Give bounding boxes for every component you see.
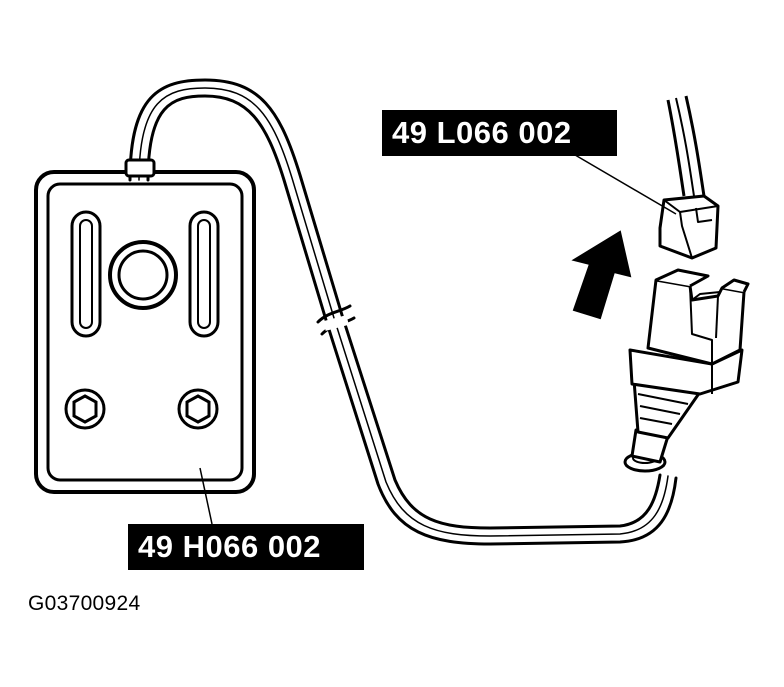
indicator-lamp bbox=[108, 240, 178, 310]
cable-break-gap bbox=[323, 315, 349, 331]
tester-connector bbox=[623, 268, 750, 473]
right-slot-inner bbox=[197, 219, 211, 329]
part-number-label-bottom: 49 H066 002 bbox=[128, 524, 364, 570]
insertion-arrow-icon bbox=[571, 230, 632, 320]
part-number-label-top: 49 L066 002 bbox=[382, 110, 617, 156]
target-connector bbox=[658, 95, 720, 260]
cable-entry bbox=[124, 158, 156, 178]
left-slot bbox=[70, 210, 102, 338]
leader-line-bottom bbox=[199, 467, 213, 525]
leader-line-top bbox=[569, 151, 677, 215]
right-slot bbox=[188, 210, 220, 338]
tester-body bbox=[34, 158, 256, 494]
left-slot-inner bbox=[79, 219, 93, 329]
right-mount-ring bbox=[177, 388, 219, 430]
left-hex-nut-icon bbox=[72, 394, 98, 424]
left-mount-ring bbox=[64, 388, 106, 430]
right-hex-nut-icon bbox=[185, 394, 211, 424]
figure-code: G03700924 bbox=[28, 592, 141, 615]
indicator-lamp-inner bbox=[117, 249, 169, 301]
